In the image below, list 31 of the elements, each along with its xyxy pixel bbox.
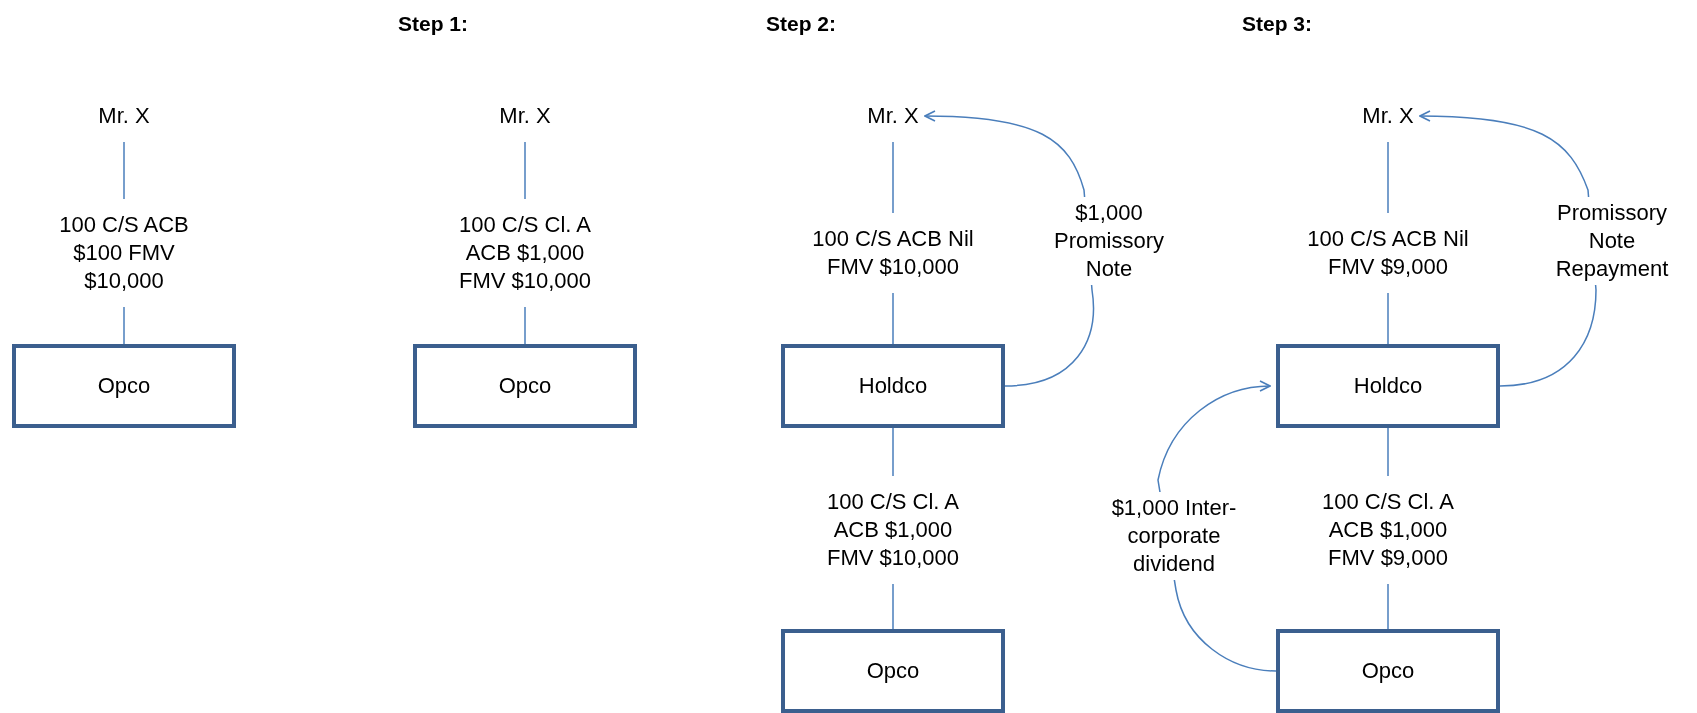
connector-line — [524, 306, 526, 345]
share-details: 100 C/S ACB Nil FMV $9,000 — [1303, 225, 1473, 281]
step-heading: Step 1: — [398, 12, 468, 36]
connector-line — [123, 306, 125, 345]
connector-line — [892, 292, 894, 345]
connector-line — [524, 141, 526, 200]
shareholder-label: Mr. X — [98, 102, 150, 130]
connector-line — [892, 141, 894, 214]
shareholder-label: Mr. X — [499, 102, 551, 130]
company-box: Opco — [781, 629, 1005, 713]
share-details: 100 C/S Cl. A ACB $1,000 FMV $9,000 — [1303, 488, 1473, 572]
company-box: Holdco — [781, 344, 1005, 428]
company-box: Holdco — [1276, 344, 1500, 428]
share-details: 100 C/S ACB Nil FMV $10,000 — [808, 225, 978, 281]
connector-line — [1387, 427, 1389, 477]
step-heading: Step 2: — [766, 12, 836, 36]
connector-line — [892, 583, 894, 630]
connector-line — [892, 427, 894, 477]
step-heading: Step 3: — [1242, 12, 1312, 36]
shareholder-label: Mr. X — [1362, 102, 1414, 130]
shareholder-label: Mr. X — [867, 102, 919, 130]
company-box: Opco — [1276, 629, 1500, 713]
company-box: Opco — [12, 344, 236, 428]
connector-line — [1387, 583, 1389, 630]
company-box: Opco — [413, 344, 637, 428]
connector-line — [1387, 292, 1389, 345]
connector-line — [123, 141, 125, 200]
share-details: 100 C/S Cl. A ACB $1,000 FMV $10,000 — [440, 211, 610, 295]
connector-line — [1387, 141, 1389, 214]
share-details: 100 C/S Cl. A ACB $1,000 FMV $10,000 — [808, 488, 978, 572]
share-details: 100 C/S ACB $100 FMV $10,000 — [39, 211, 209, 295]
